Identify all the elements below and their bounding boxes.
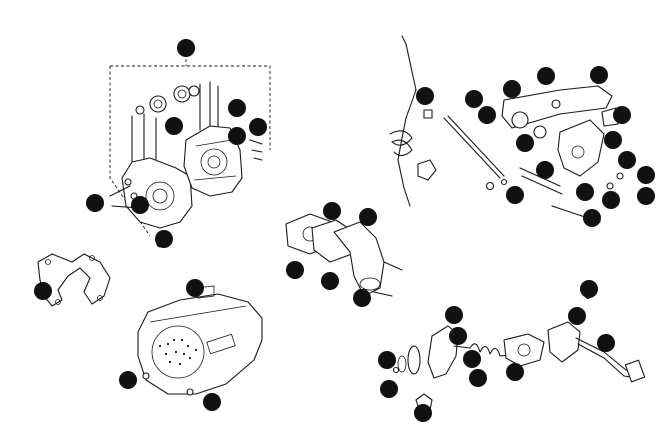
callout-marker[interactable] (228, 127, 246, 145)
callout-marker[interactable] (445, 306, 463, 324)
callout-marker[interactable] (416, 87, 434, 105)
callout-marker[interactable] (503, 80, 521, 98)
callout-marker[interactable] (465, 90, 483, 108)
callout-marker[interactable] (604, 131, 622, 149)
callout-marker[interactable] (580, 280, 598, 298)
callout-marker[interactable] (249, 118, 267, 136)
callout-marker[interactable] (228, 99, 246, 117)
callout-marker[interactable] (155, 230, 173, 248)
callout-marker[interactable] (353, 289, 371, 307)
crankcase-right-half (183, 125, 243, 197)
kickstart-assembly (392, 292, 646, 413)
callout-marker[interactable] (469, 369, 487, 387)
callout-marker[interactable] (602, 191, 620, 209)
swingarm-lever (423, 85, 624, 223)
callout-marker[interactable] (506, 186, 524, 204)
callout-marker[interactable] (583, 209, 601, 227)
callout-marker[interactable] (359, 208, 377, 226)
callout-marker[interactable] (637, 166, 655, 184)
callout-marker[interactable] (323, 202, 341, 220)
callout-marker[interactable] (414, 404, 432, 422)
callout-marker[interactable] (86, 194, 104, 212)
callout-marker[interactable] (380, 380, 398, 398)
callout-marker[interactable] (506, 363, 524, 381)
callout-marker[interactable] (286, 261, 304, 279)
callout-marker[interactable] (597, 334, 615, 352)
callout-marker[interactable] (165, 117, 183, 135)
callout-marker[interactable] (478, 106, 496, 124)
callout-marker[interactable] (590, 66, 608, 84)
callout-marker[interactable] (537, 67, 555, 85)
kickstand-spring (389, 35, 437, 207)
callout-marker[interactable] (321, 272, 339, 290)
callout-marker[interactable] (463, 350, 481, 368)
crankcase-stiffener-plate (37, 253, 111, 307)
callout-marker[interactable] (536, 161, 554, 179)
callout-marker[interactable] (378, 351, 396, 369)
bearing-pair (135, 85, 200, 115)
callout-marker[interactable] (637, 187, 655, 205)
callout-marker[interactable] (177, 39, 195, 57)
callout-marker[interactable] (568, 307, 586, 325)
callout-marker[interactable] (119, 371, 137, 389)
intake-manifold (285, 213, 403, 297)
callout-marker[interactable] (618, 151, 636, 169)
callout-marker[interactable] (34, 282, 52, 300)
callout-markers (34, 39, 655, 422)
callout-marker[interactable] (203, 393, 221, 411)
ignition-cover (137, 285, 263, 396)
callout-marker[interactable] (186, 279, 204, 297)
case-bolts (249, 139, 263, 161)
callout-marker[interactable] (131, 196, 149, 214)
cover-vent-dots (158, 338, 198, 366)
cylinder-studs (131, 81, 219, 173)
callout-marker[interactable] (516, 134, 534, 152)
callout-marker[interactable] (576, 183, 594, 201)
callout-marker[interactable] (449, 327, 467, 345)
callout-marker[interactable] (613, 106, 631, 124)
crankcase-assembly (109, 48, 271, 248)
